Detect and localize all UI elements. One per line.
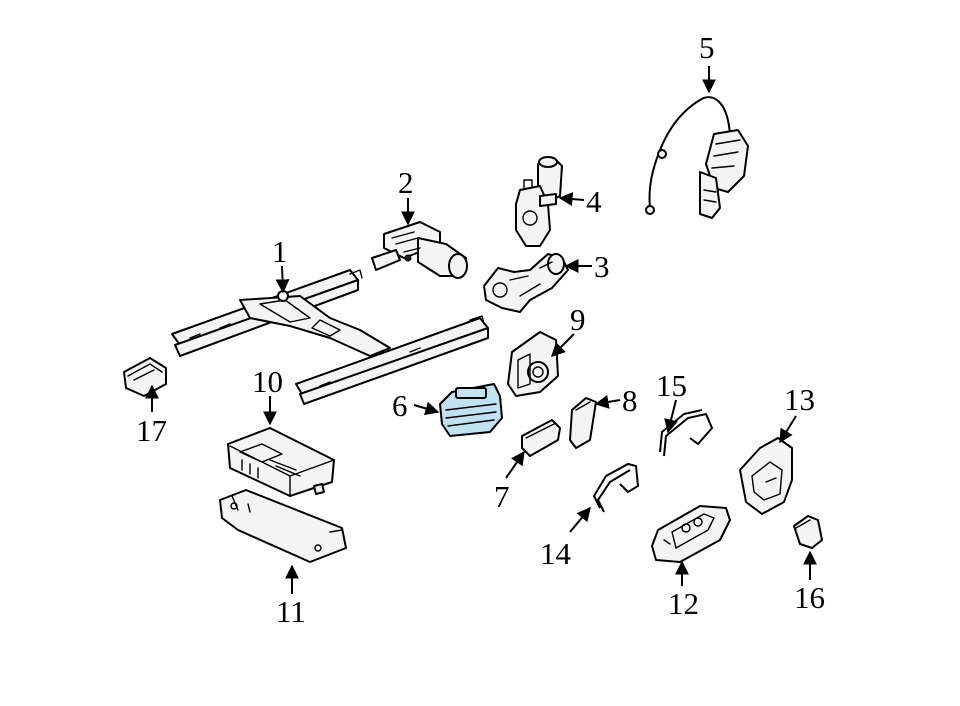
part-12-switch-panel[interactable] (651, 505, 731, 563)
part-15-wiring-harness[interactable] (659, 409, 714, 457)
part-14-wiring-harness[interactable] (592, 462, 640, 513)
callout-13[interactable]: 13 (784, 382, 815, 417)
part-4-motor[interactable] (515, 156, 563, 247)
callout-7[interactable]: 7 (494, 479, 510, 514)
leader-lines (145, 66, 817, 594)
part-2-motor[interactable] (371, 221, 468, 279)
part-10-control-module[interactable] (227, 427, 335, 497)
callout-3[interactable]: 3 (594, 249, 610, 284)
callout-14[interactable]: 14 (540, 536, 572, 571)
part-11-mounting-bracket[interactable] (219, 489, 347, 563)
part-13-trim-cover[interactable] (739, 437, 793, 515)
part-17-cover[interactable] (123, 357, 167, 397)
callout-1[interactable]: 1 (272, 234, 288, 269)
callout-2[interactable]: 2 (398, 165, 414, 200)
callout-8[interactable]: 8 (622, 383, 638, 418)
callout-17[interactable]: 17 (136, 413, 167, 448)
callout-10[interactable]: 10 (252, 364, 283, 399)
callout-12[interactable]: 12 (668, 586, 699, 621)
part-5-cable-actuator[interactable] (645, 96, 749, 219)
part-8-switch-knob[interactable] (569, 397, 597, 449)
part-7-switch-knob[interactable] (521, 419, 561, 457)
callout-11[interactable]: 11 (276, 594, 306, 629)
part-3-motor[interactable] (483, 253, 569, 313)
callout-6[interactable]: 6 (392, 388, 408, 423)
callout-15[interactable]: 15 (656, 368, 687, 403)
part-1-seat-track-frame[interactable] (171, 269, 489, 405)
callout-labels: 1 2 3 4 5 6 7 8 9 10 11 12 13 14 15 16 1… (136, 30, 825, 629)
part-16-knob[interactable] (793, 515, 823, 549)
callout-5[interactable]: 5 (699, 30, 715, 65)
part-9-switch-bezel[interactable] (507, 331, 559, 397)
callout-16[interactable]: 16 (794, 580, 825, 615)
callout-4[interactable]: 4 (586, 184, 602, 219)
part-6-seat-control-module[interactable] (439, 383, 503, 437)
callout-9[interactable]: 9 (570, 302, 586, 337)
